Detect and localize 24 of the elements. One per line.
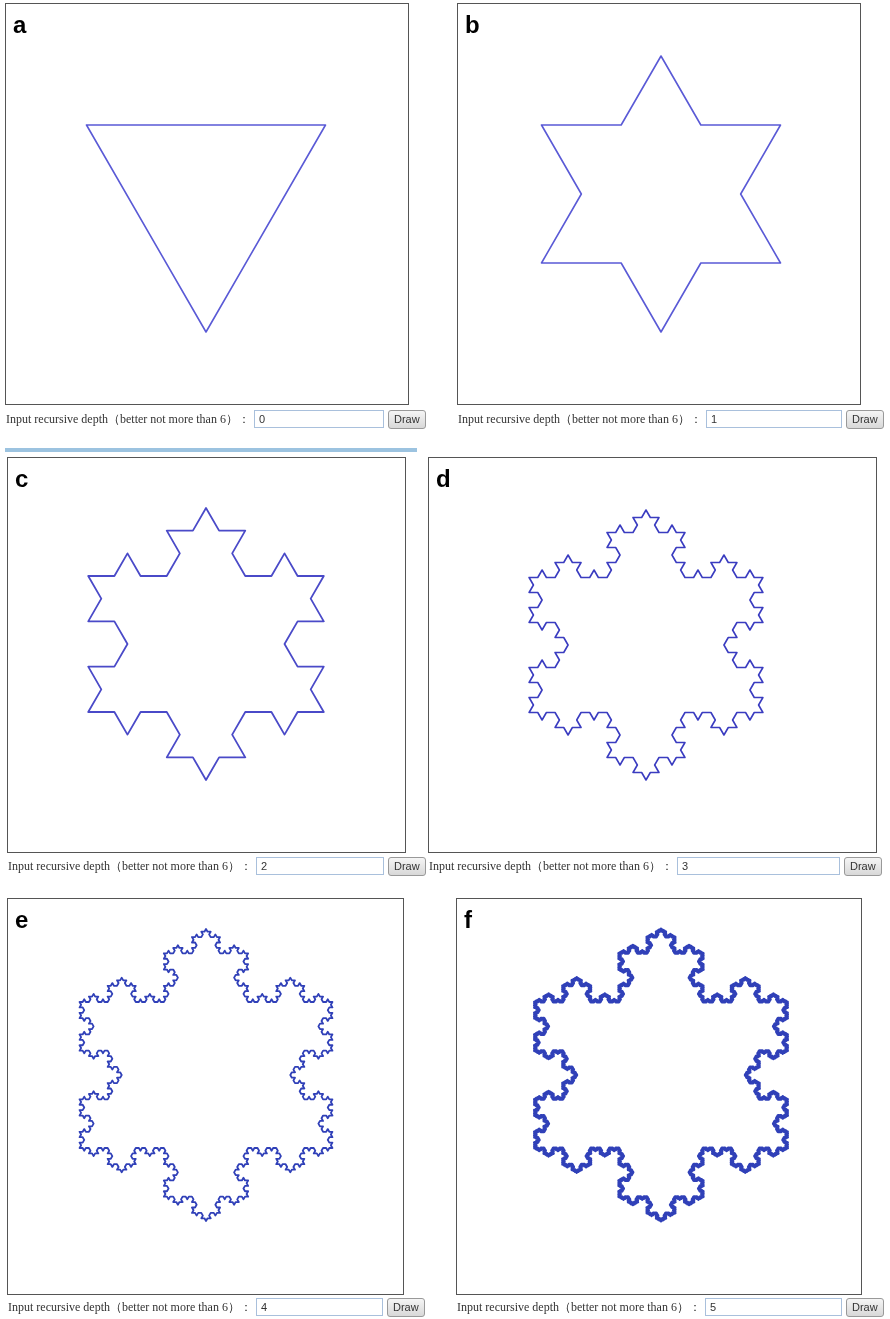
panel-letter: c	[15, 467, 29, 491]
draw-button: Draw	[388, 857, 426, 876]
panel-letter: a	[13, 13, 27, 37]
input-prompt: Input recursive depth（better not more than 6）：	[458, 412, 702, 426]
input-prompt: Input recursive depth（better not more than 6）：	[429, 859, 673, 873]
input-prompt: Input recursive depth（better not more than 6）：	[6, 412, 250, 426]
input-field: 2	[255, 857, 384, 875]
panel-letter: d	[436, 467, 451, 491]
input-prompt: Input recursive depth（better not more than 6）：	[457, 1300, 701, 1314]
panel-letter: b	[465, 13, 480, 37]
draw-button: Draw	[846, 1298, 884, 1317]
input-field: 0	[253, 410, 384, 428]
draw-button: Draw	[844, 857, 882, 876]
input-prompt: Input recursive depth（better not more than 6）：	[8, 1300, 252, 1314]
panel-letter: f	[464, 908, 472, 932]
draw-button: Draw	[387, 1298, 425, 1317]
input-field: 4	[255, 1298, 383, 1316]
draw-button: Draw	[388, 410, 426, 429]
input-field: 5	[704, 1298, 842, 1316]
panel-letter: e	[15, 908, 29, 932]
input-field: 1	[705, 410, 842, 428]
input-prompt: Input recursive depth（better not more than 6）：	[8, 859, 252, 873]
input-field: 3	[676, 857, 840, 875]
draw-button: Draw	[846, 410, 884, 429]
